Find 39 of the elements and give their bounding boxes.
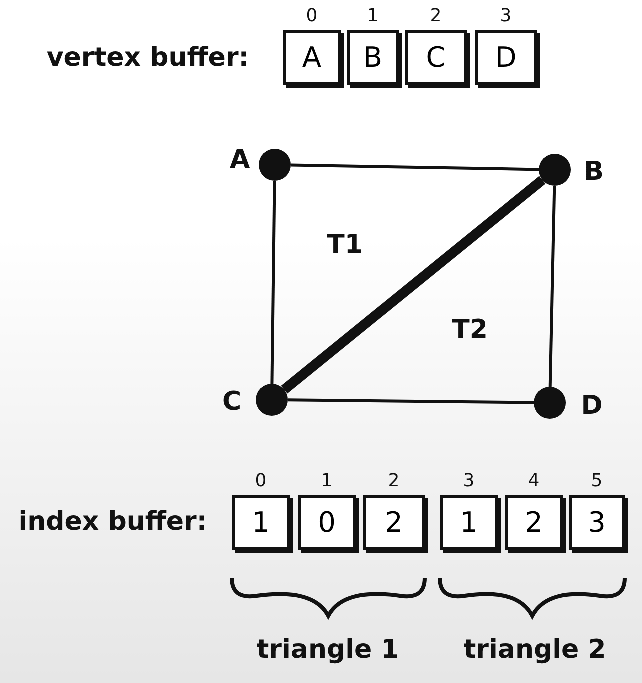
index-number: 1	[367, 6, 379, 26]
vertex-label: D	[581, 391, 603, 421]
buffer-cell: 0	[298, 495, 356, 550]
buffer-cell: D	[475, 30, 537, 85]
group-label: triangle 2	[464, 635, 606, 665]
index-number: 4	[528, 470, 540, 492]
vertex-dot	[259, 149, 291, 181]
line	[548, 186, 556, 388]
vertex-label: A	[230, 145, 250, 175]
index-number: 5	[591, 470, 603, 492]
buffer-title: index buffer:	[18, 507, 208, 537]
thick-line	[281, 176, 546, 394]
line	[290, 164, 540, 172]
vertex-label: B	[584, 157, 604, 187]
index-number: 1	[321, 470, 333, 492]
buffer-cell: 3	[569, 495, 625, 550]
index-number: 0	[255, 470, 267, 492]
buffer-cell: 1	[440, 495, 498, 550]
index-number: 3	[463, 470, 475, 492]
group-label: triangle 1	[256, 635, 400, 665]
line	[288, 398, 534, 404]
triangle-label: T2	[452, 315, 488, 345]
vertex-label: C	[222, 387, 242, 417]
buffer-title: vertex buffer:	[46, 43, 250, 73]
buffer-cell: 2	[505, 495, 563, 550]
vertex-dot	[256, 384, 288, 416]
buffer-cell: B	[347, 30, 399, 85]
vertex-dot	[539, 154, 571, 186]
buffer-cell: C	[405, 30, 467, 85]
index-number: 0	[306, 6, 318, 26]
buffer-cell: 1	[232, 495, 290, 550]
index-number: 3	[500, 6, 512, 26]
index-number: 2	[388, 470, 400, 492]
vertex-dot	[534, 387, 566, 419]
buffer-cell: A	[283, 30, 341, 85]
line	[270, 180, 276, 384]
index-number: 2	[430, 6, 442, 26]
buffer-cell: 2	[363, 495, 425, 550]
triangle-label: T1	[327, 230, 363, 260]
